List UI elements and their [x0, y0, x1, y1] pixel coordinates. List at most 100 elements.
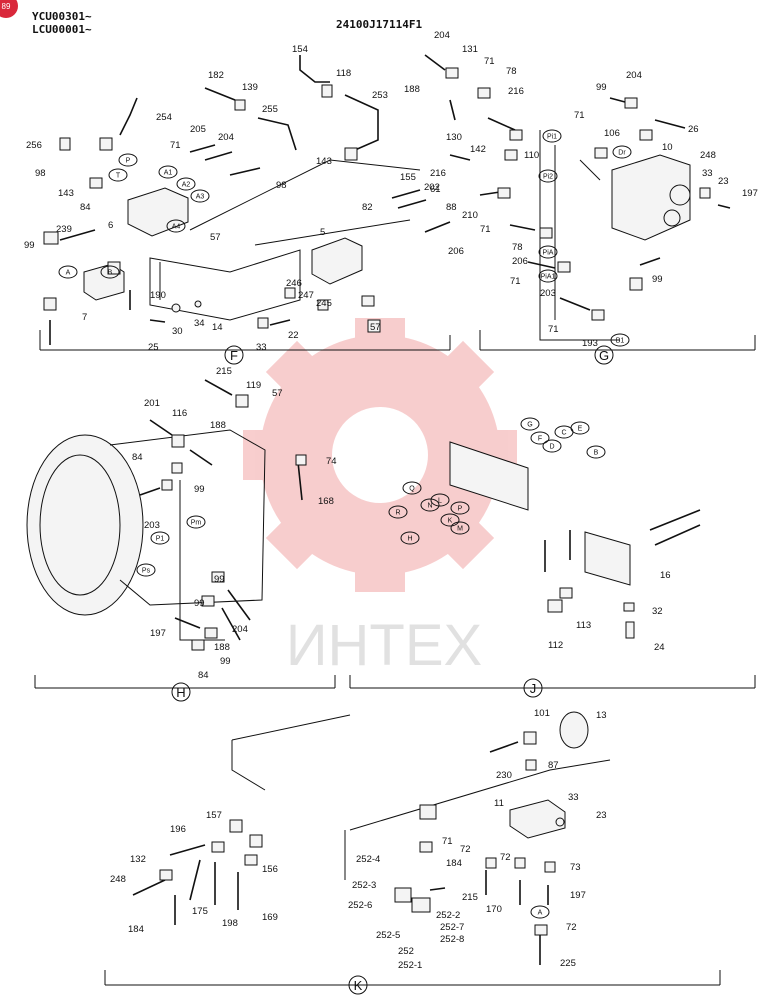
port-tag-label: B1 — [616, 338, 625, 345]
part-number-label: 188 — [210, 420, 226, 431]
part-number-label: 98 — [35, 168, 46, 179]
part-number-label: 170 — [486, 904, 502, 915]
part-number-label: 10 — [662, 142, 673, 153]
drawing-code: 24100J17114F1 — [336, 18, 422, 31]
part-number-label: 248 — [700, 150, 716, 161]
port-tag-label: T — [116, 173, 121, 180]
part-number-label: 246 — [286, 278, 302, 289]
port-tag-outline — [166, 219, 186, 233]
part-number-label: 13 — [596, 710, 607, 721]
part-number-label: 99 — [652, 274, 663, 285]
port-tag-outline — [108, 168, 128, 182]
part-number-label: 255 — [262, 104, 278, 115]
flywheel-housing — [26, 434, 144, 616]
part-number-label: 84 — [80, 202, 91, 213]
port-tag-outline — [430, 493, 450, 507]
part-number-label: 23 — [596, 810, 607, 821]
bracket-plate-14 — [149, 249, 301, 321]
group-g — [424, 54, 756, 351]
part-number-label: 197 — [570, 890, 586, 901]
port-tag-outline — [118, 153, 138, 167]
port-tag-label: A — [538, 910, 543, 917]
part-number-label: 252-3 — [352, 880, 376, 891]
part-number-label: 132 — [130, 854, 146, 865]
part-number-label: 252-5 — [376, 930, 400, 941]
part-number-label: 239 — [56, 224, 72, 235]
part-number-label: 78 — [512, 242, 523, 253]
section-label-g: G — [599, 348, 609, 363]
part-number-label: 99 — [220, 656, 231, 667]
port-tag-outline — [150, 531, 170, 545]
port-tag-label: PiA1 — [541, 274, 556, 281]
part-number-label: 99 — [214, 574, 225, 585]
port-tag-label: P — [126, 158, 131, 165]
part-number-label: 78 — [506, 66, 517, 77]
port-tag-outline — [542, 439, 562, 453]
group-h — [26, 379, 336, 689]
port-tag-outline — [136, 563, 156, 577]
part-number-label: 71 — [484, 56, 495, 67]
part-number-label: 252-8 — [440, 934, 464, 945]
pipe-253 — [344, 94, 379, 151]
part-number-label: 119 — [246, 380, 261, 391]
part-number-label: 215 — [216, 366, 232, 377]
part-number-label: 72 — [500, 852, 511, 863]
port-tag-outline — [402, 481, 422, 495]
part-number-label: 204 — [626, 70, 642, 81]
part-number-label: 33 — [568, 792, 579, 803]
part-number-label: 139 — [242, 82, 258, 93]
part-number-label: 182 — [208, 70, 224, 81]
part-number-label: 61 — [430, 184, 441, 195]
port-tag-label: G — [527, 422, 532, 429]
port-tag-outline — [530, 431, 550, 445]
part-number-label: 57 — [370, 322, 381, 333]
port-tag-outline — [58, 265, 78, 279]
part-number-label: 175 — [192, 906, 208, 917]
port-tag-outline — [610, 333, 630, 347]
page-badge: 89 — [0, 0, 18, 18]
part-number-label: 143 — [316, 156, 332, 167]
port-tag-label: Pi1 — [547, 134, 557, 141]
port-tag-label: P1 — [156, 536, 165, 543]
part-number-label: 206 — [512, 256, 528, 267]
part-number-label: 215 — [462, 892, 478, 903]
part-number-label: 116 — [172, 408, 187, 419]
part-number-label: 25 — [148, 342, 159, 353]
port-tag-outline — [450, 521, 470, 535]
pipe-254 — [119, 97, 138, 136]
section-label-k: K — [354, 978, 363, 993]
part-number-label: 87 — [548, 760, 559, 771]
port-tag-label: E — [578, 426, 583, 433]
part-number-label: 99 — [596, 82, 607, 93]
part-number-label: 71 — [574, 110, 585, 121]
part-number-label: 11 — [494, 798, 504, 809]
port-tag-label: C — [561, 430, 566, 437]
part-number-label: 216 — [430, 168, 446, 179]
part-number-label: 143 — [58, 188, 74, 199]
part-number-label: 33 — [256, 342, 267, 353]
port-tag-outline — [190, 189, 210, 203]
pipe-255 — [257, 117, 297, 151]
part-number-label: 252-2 — [436, 910, 460, 921]
part-number-label: 98 — [276, 180, 287, 191]
port-tag-outline — [158, 165, 178, 179]
part-number-label: 188 — [214, 642, 230, 653]
part-number-label: 22 — [288, 330, 299, 341]
part-number-label: 193 — [582, 338, 598, 349]
part-number-label: 99 — [194, 598, 205, 609]
valve-block-6 — [127, 187, 189, 237]
part-number-label: 204 — [232, 624, 248, 635]
part-number-label: 101 — [534, 708, 550, 719]
part-number-label: 202 — [424, 182, 440, 193]
port-tag-label: B — [594, 450, 599, 457]
group-f — [39, 55, 451, 351]
port-tag-label: A4 — [172, 224, 181, 231]
part-number-label: 71 — [170, 140, 181, 151]
port-tag-outline — [176, 177, 196, 191]
part-number-label: 248 — [110, 874, 126, 885]
part-number-label: 112 — [548, 640, 563, 651]
part-number-label: 201 — [144, 398, 160, 409]
port-tag-label: A3 — [196, 194, 205, 201]
part-number-label: 26 — [688, 124, 699, 135]
port-tag-label: PiA — [543, 250, 554, 257]
